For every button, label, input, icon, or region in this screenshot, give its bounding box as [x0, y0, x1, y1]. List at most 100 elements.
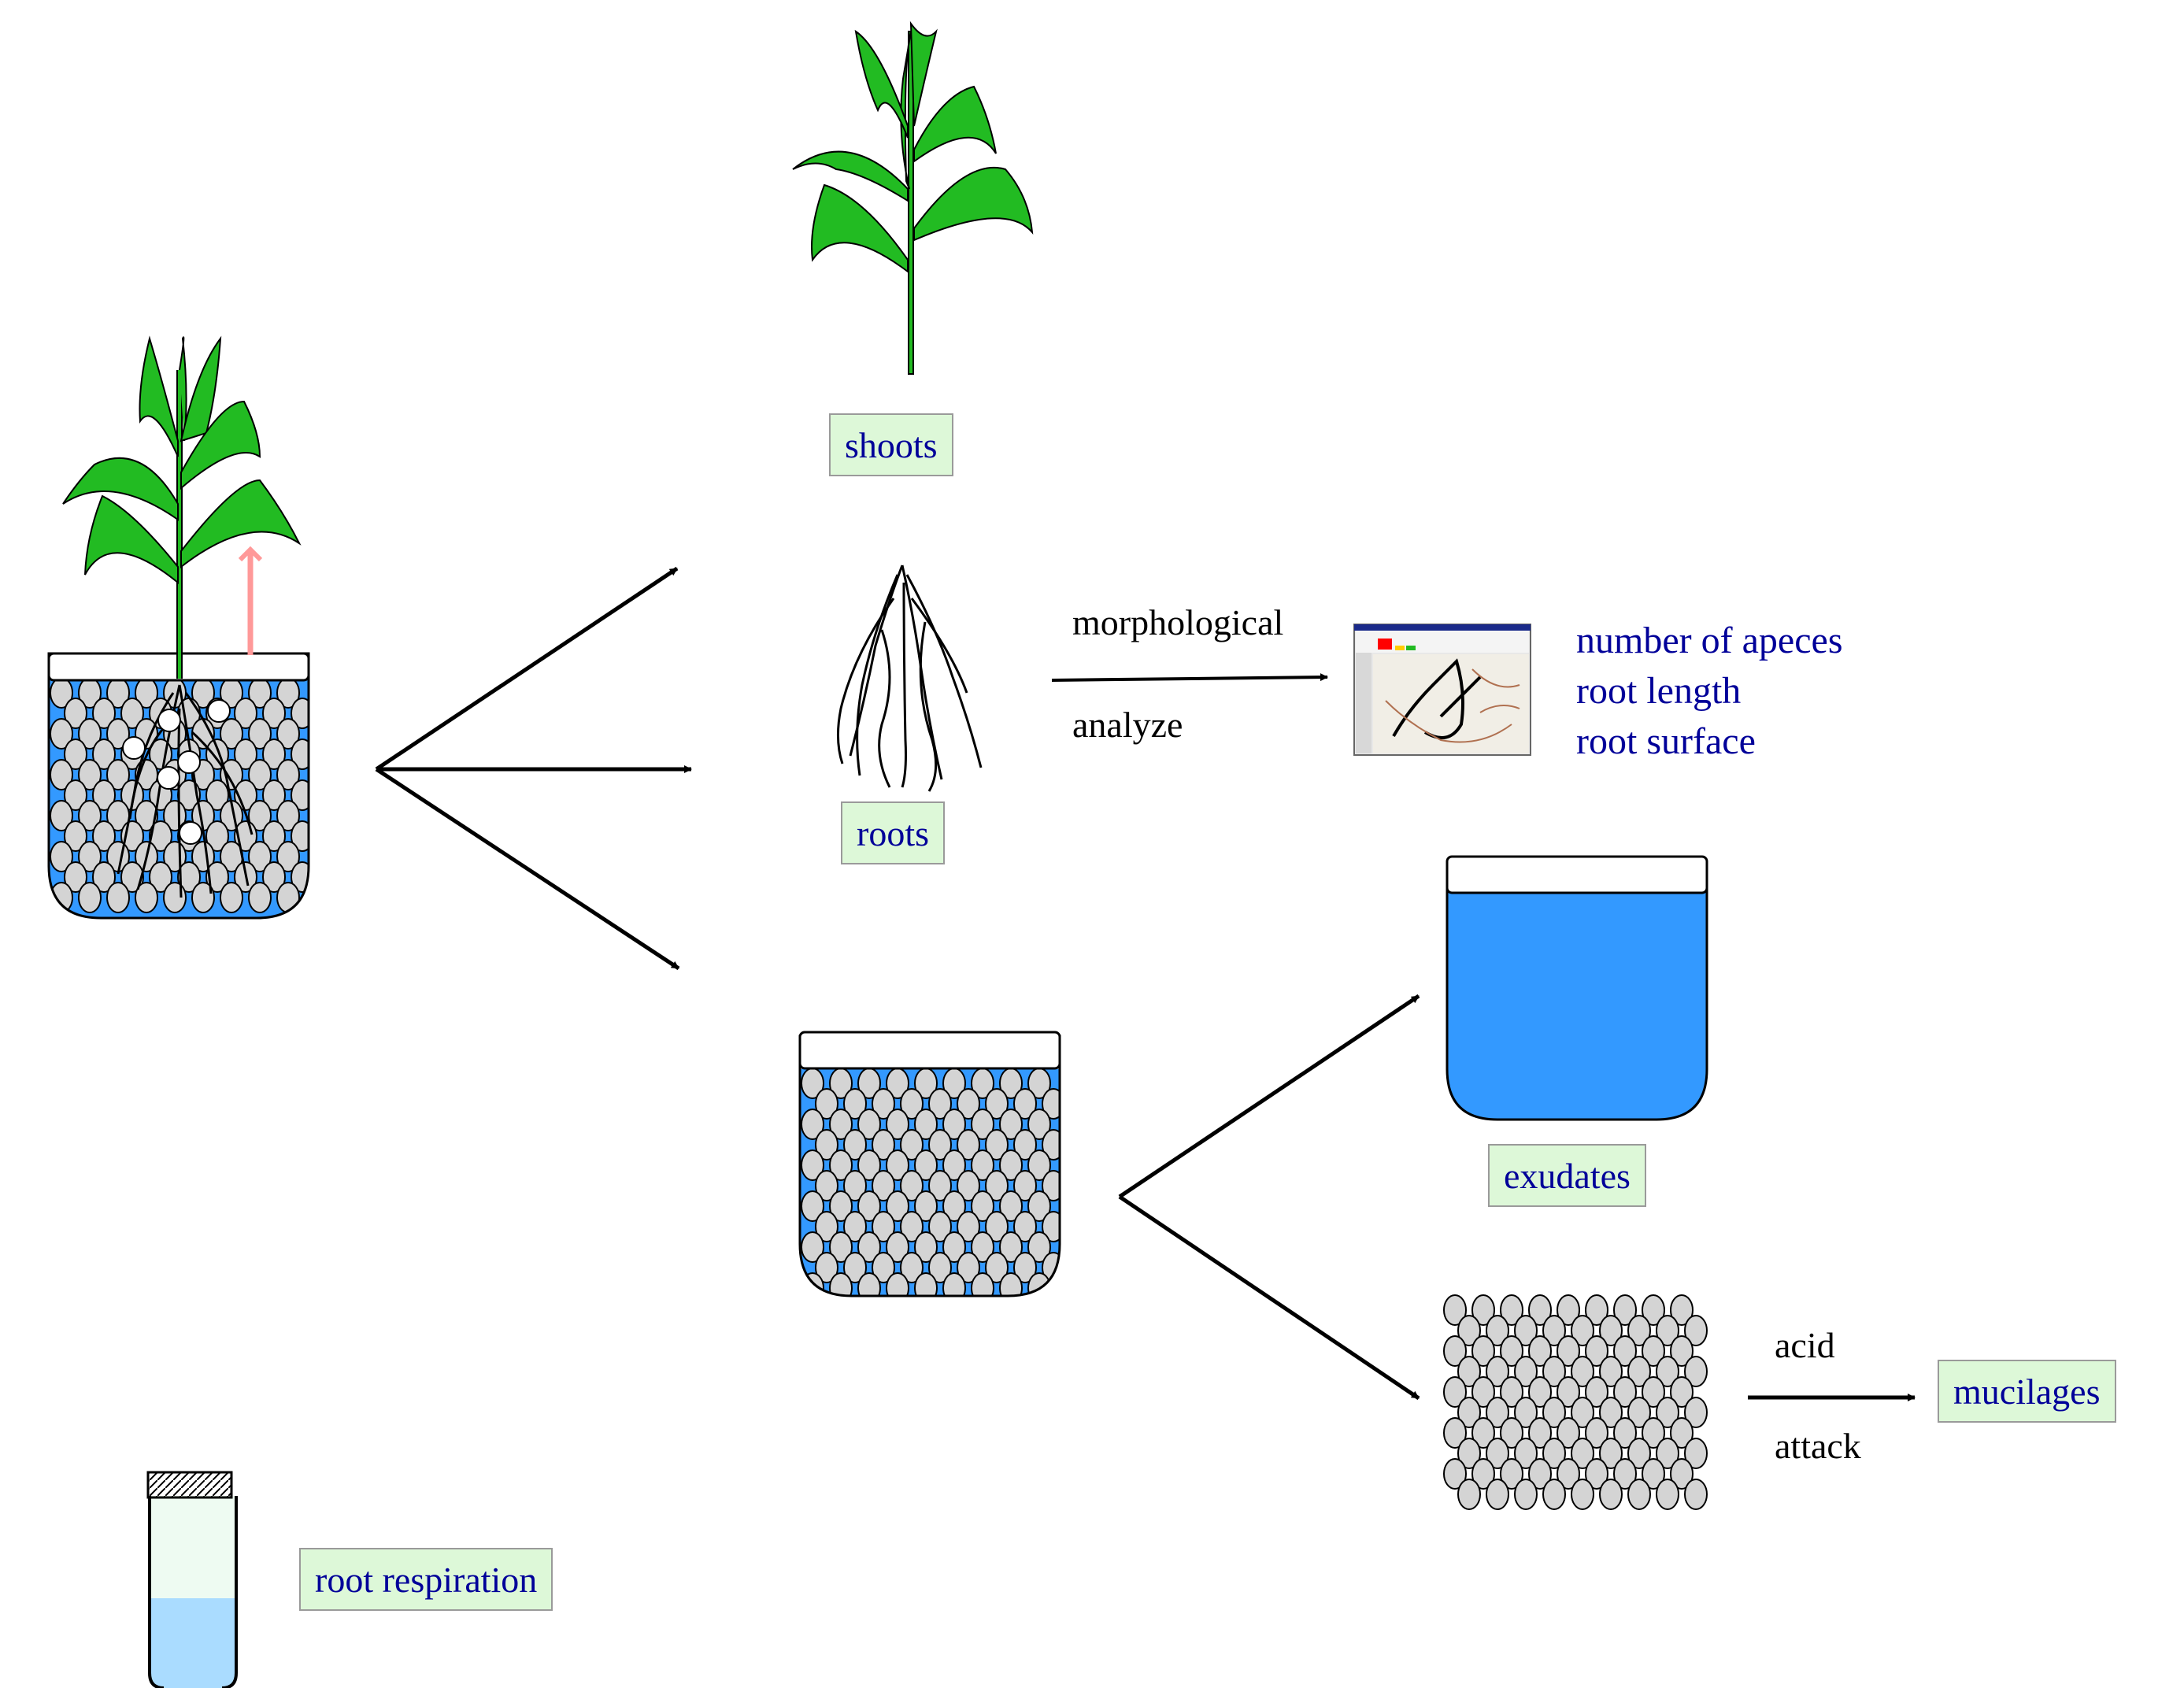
bead	[1613, 1335, 1637, 1367]
result-root-length: root length	[1576, 670, 1742, 712]
bead	[1571, 1397, 1594, 1428]
bead	[843, 1170, 867, 1201]
bead	[971, 1272, 994, 1296]
potted-plant-icon	[47, 335, 310, 920]
bead	[276, 759, 300, 790]
bead	[50, 841, 73, 872]
exudates-label: exudates	[1488, 1144, 1646, 1207]
bead	[886, 1231, 909, 1263]
bead	[1500, 1335, 1523, 1367]
bead	[120, 698, 144, 729]
bead	[843, 1252, 867, 1283]
bead	[1013, 1129, 1037, 1160]
bead	[971, 1231, 994, 1263]
bead	[262, 820, 286, 852]
bead	[914, 1149, 938, 1181]
bead	[1557, 1458, 1580, 1490]
bead	[262, 698, 286, 729]
bead	[942, 1149, 966, 1181]
bead	[1528, 1458, 1552, 1490]
bead	[1684, 1356, 1708, 1387]
bead	[957, 1211, 980, 1242]
bead	[64, 698, 87, 729]
bead	[1599, 1356, 1623, 1387]
bead	[1684, 1315, 1708, 1346]
bead	[1557, 1335, 1580, 1367]
bead	[64, 820, 87, 852]
bead	[1642, 1458, 1665, 1490]
bead	[971, 1069, 994, 1099]
bead	[1599, 1397, 1623, 1428]
bead	[1443, 1376, 1467, 1408]
bead	[999, 1231, 1023, 1263]
bead	[1684, 1438, 1708, 1469]
bead	[92, 779, 116, 811]
bead	[1613, 1417, 1637, 1449]
bead	[815, 1252, 838, 1283]
bead	[276, 841, 300, 872]
bead	[971, 1109, 994, 1140]
bead	[928, 1088, 952, 1120]
beads-icon	[1443, 1294, 1708, 1510]
bead	[276, 800, 300, 831]
bead	[886, 1149, 909, 1181]
bead	[1670, 1335, 1694, 1367]
bead	[942, 1231, 966, 1263]
bead	[1670, 1294, 1694, 1326]
bead	[914, 1272, 938, 1296]
morphological-text: morphological	[1072, 602, 1284, 642]
bead	[1542, 1356, 1566, 1387]
bead	[843, 1211, 867, 1242]
respiration-vial-icon	[146, 1471, 238, 1688]
bead	[276, 679, 300, 709]
bead	[829, 1069, 853, 1099]
root-analysis-results: number of apeces root length root surfac…	[1576, 616, 1843, 767]
shoot-plant-icon	[792, 20, 1034, 375]
bead	[163, 882, 187, 913]
bead	[135, 800, 158, 831]
bead	[1457, 1479, 1481, 1510]
bead	[1443, 1417, 1467, 1449]
bead	[1656, 1397, 1679, 1428]
bead	[942, 1190, 966, 1222]
bead	[1585, 1294, 1608, 1326]
bead	[886, 1272, 909, 1296]
bead	[106, 718, 130, 750]
bead	[50, 800, 73, 831]
bead	[276, 718, 300, 750]
root-system-icon	[117, 684, 254, 898]
bead	[1670, 1417, 1694, 1449]
bead	[857, 1272, 881, 1296]
bead	[1613, 1376, 1637, 1408]
bead	[1585, 1417, 1608, 1449]
bead	[928, 1211, 952, 1242]
bead	[1670, 1458, 1694, 1490]
bead	[1627, 1315, 1651, 1346]
bead	[1013, 1088, 1037, 1120]
bead	[1599, 1438, 1623, 1469]
bead	[1542, 1438, 1566, 1469]
bead	[50, 882, 73, 913]
bead	[971, 1190, 994, 1222]
root-respiration-label: root respiration	[299, 1548, 553, 1611]
bead	[1656, 1479, 1679, 1510]
bead	[1642, 1417, 1665, 1449]
bead	[1627, 1438, 1651, 1469]
bead	[1500, 1376, 1523, 1408]
bead	[78, 800, 102, 831]
bead	[1542, 1397, 1566, 1428]
bead	[248, 759, 272, 790]
bead	[829, 1190, 853, 1222]
bead	[801, 1231, 824, 1263]
bead	[1656, 1356, 1679, 1387]
bead	[262, 738, 286, 770]
bead	[1557, 1417, 1580, 1449]
bead	[1500, 1458, 1523, 1490]
bead	[1443, 1294, 1467, 1326]
bead	[829, 1109, 853, 1140]
bead	[1457, 1438, 1481, 1469]
bead	[64, 861, 87, 893]
software-thumbnail-icon	[1353, 624, 1531, 756]
bead	[829, 1231, 853, 1263]
